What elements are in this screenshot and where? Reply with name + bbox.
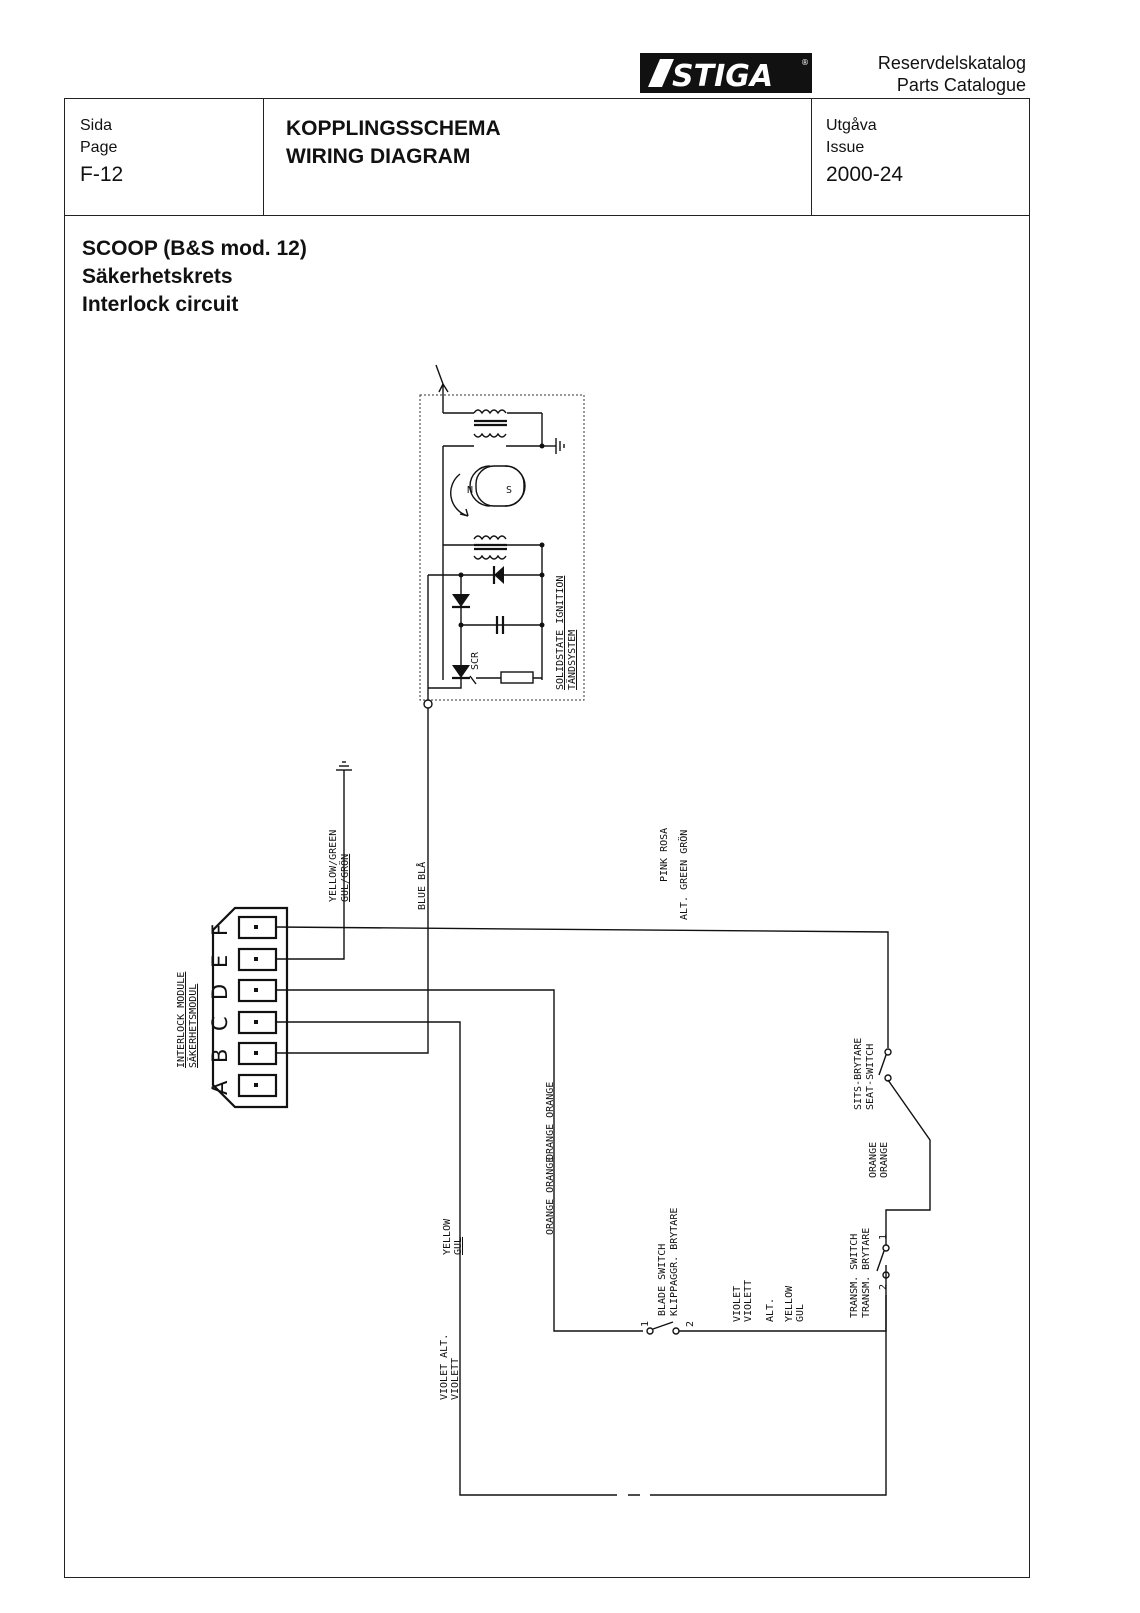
page-label-sv: Sida	[80, 117, 113, 134]
info-table: Sida Page F-12 KOPPLINGSSCHEMA WIRING DI…	[65, 99, 1029, 216]
section-title-en: Interlock circuit	[82, 293, 239, 316]
catalog-en: Parts Catalogue	[896, 75, 1026, 95]
issue-label-sv: Utgåva	[826, 117, 877, 134]
brand-text: STIGA	[672, 59, 773, 93]
title-sv: KOPPLINGSSCHEMA	[286, 117, 501, 140]
page-label-en: Page	[80, 139, 118, 156]
registered-mark: ®	[801, 58, 809, 67]
issue-cell: Utgåva Issue 2000-24	[812, 99, 1030, 215]
section-heading: SCOOP (B&S mod. 12) Säkerhetskrets Inter…	[82, 235, 307, 319]
page-frame: Sida Page F-12 KOPPLINGSSCHEMA WIRING DI…	[64, 98, 1030, 1578]
title-en: WIRING DIAGRAM	[286, 145, 471, 168]
catalog-title: Reservdelskatalog Parts Catalogue	[878, 52, 1026, 96]
page-number: F-12	[80, 163, 124, 186]
stiga-logo: STIGA ®	[640, 53, 812, 93]
model-title: SCOOP (B&S mod. 12)	[82, 237, 307, 260]
issue-value: 2000-24	[826, 163, 904, 186]
title-cell: KOPPLINGSSCHEMA WIRING DIAGRAM	[264, 99, 812, 215]
catalog-sv: Reservdelskatalog	[877, 53, 1026, 73]
section-title-sv: Säkerhetskrets	[82, 265, 233, 288]
issue-label-en: Issue	[826, 139, 865, 156]
page-cell: Sida Page F-12	[65, 99, 264, 215]
